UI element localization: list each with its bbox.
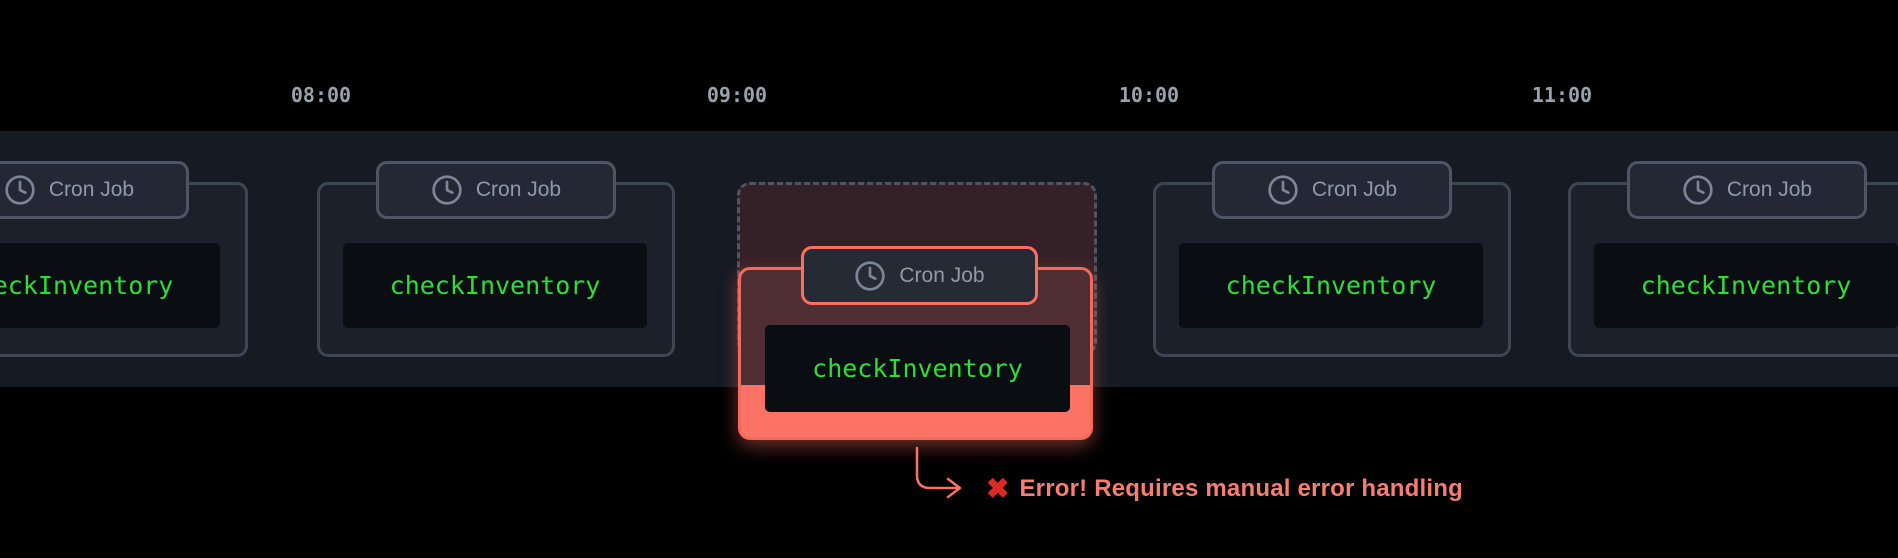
job-function-name: checkInventory xyxy=(1640,271,1852,300)
time-label-1100: 11:00 xyxy=(1531,83,1593,107)
job-function-name: checkInventory xyxy=(1225,271,1437,300)
cron-job-card-4: Cron Job checkInventory xyxy=(1153,161,1511,357)
time-label-0900: 09:00 xyxy=(706,83,768,107)
time-label-0800: 08:00 xyxy=(290,83,352,107)
cron-job-badge: Cron Job xyxy=(1212,161,1452,219)
cron-job-badge: Cron Job xyxy=(0,161,189,219)
clock-icon xyxy=(1268,175,1298,205)
cron-job-badge-label: Cron Job xyxy=(1726,178,1813,201)
cron-job-card-error: Cron Job checkInventory xyxy=(738,246,1093,440)
cron-job-badge-label: Cron Job xyxy=(475,178,562,201)
cron-job-card-5: Cron Job checkInventory xyxy=(1568,161,1898,357)
cross-mark-icon: ✖ xyxy=(986,473,1010,504)
clock-icon xyxy=(5,175,35,205)
job-code-box: checkInventory xyxy=(1594,243,1898,328)
job-function-name: checkInventory xyxy=(0,271,174,300)
cron-job-badge: Cron Job xyxy=(376,161,616,219)
cron-job-badge-label: Cron Job xyxy=(1311,178,1398,201)
job-function-name: checkInventory xyxy=(812,354,1023,383)
error-annotation: ✖ Error! Requires manual error handling xyxy=(986,471,1463,507)
job-code-box: checkInventory xyxy=(343,243,647,328)
job-code-box: checkInventory xyxy=(0,243,220,328)
job-function-name: checkInventory xyxy=(389,271,601,300)
cron-job-badge-label: Cron Job xyxy=(899,263,985,287)
error-arrow xyxy=(915,446,962,499)
job-code-box: checkInventory xyxy=(765,325,1070,412)
cron-job-card-1: Cron Job checkInventory xyxy=(0,161,248,357)
time-label-1000: 10:00 xyxy=(1118,83,1180,107)
cron-job-badge: Cron Job xyxy=(1627,161,1867,219)
cron-job-badge-error: Cron Job xyxy=(801,246,1038,305)
clock-icon xyxy=(432,175,462,205)
cron-job-card-2: Cron Job checkInventory xyxy=(317,161,675,357)
error-annotation-text: Error! Requires manual error handling xyxy=(1019,475,1463,502)
cron-job-badge-label: Cron Job xyxy=(48,178,135,201)
job-code-box: checkInventory xyxy=(1179,243,1483,328)
clock-icon xyxy=(1683,175,1713,205)
clock-icon xyxy=(855,260,886,291)
